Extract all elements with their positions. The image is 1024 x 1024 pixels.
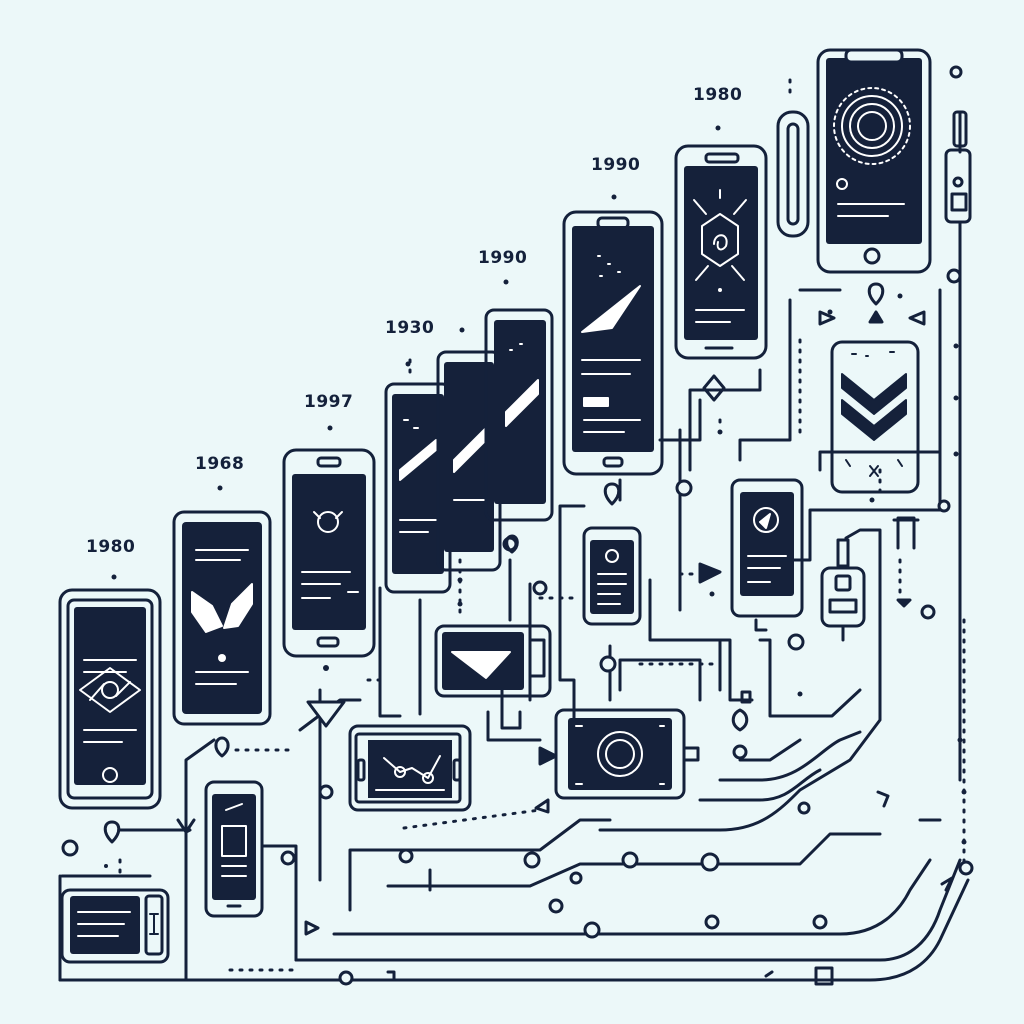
dotted-connectors (118, 78, 966, 982)
connector-squares (386, 690, 834, 986)
device-phone-1990-hex (674, 144, 768, 360)
device-phone-1980 (58, 588, 162, 810)
arrow-icon (176, 310, 954, 936)
year-label-5: 1990 (478, 248, 527, 268)
device-phone-1930-a (384, 382, 452, 594)
tiny-dots (104, 293, 967, 868)
device-phone-1997 (282, 448, 376, 658)
hexagon-icon (693, 189, 747, 323)
usb-plug-icon (944, 110, 972, 782)
device-slim-pill (776, 110, 810, 238)
device-phone-1990-large (562, 210, 664, 476)
target-icon (833, 87, 911, 217)
year-label-7: 1980 (693, 85, 742, 105)
device-phone-1968 (172, 510, 272, 726)
chevron-icon (841, 351, 907, 477)
target-icon (575, 725, 665, 785)
year-labels: 1980 1968 1997 1930 1990 1990 1980 (86, 85, 742, 557)
device-landscape-chain (348, 724, 472, 812)
usb-plug-icon (820, 516, 920, 642)
target-icon (301, 511, 359, 599)
connector-lines (58, 288, 970, 982)
device-phone-small-mid (582, 526, 642, 626)
device-phone-1990-slim (484, 308, 554, 522)
device-phone-1930-b (436, 350, 502, 572)
swoosh-icon (451, 651, 511, 679)
year-label-1: 1980 (86, 537, 135, 557)
device-landscape-target (554, 708, 700, 800)
year-label-6: 1990 (591, 155, 640, 175)
diamond-icon (702, 374, 726, 402)
device-phone-mid-right (730, 478, 804, 632)
target-icon (79, 659, 141, 783)
device-phone-newest (816, 48, 932, 274)
swoosh-icon (505, 343, 539, 427)
device-phone-bottom (204, 780, 264, 918)
connector-nodes (61, 65, 974, 986)
tablet-icon (60, 888, 170, 964)
device-chevron-phone (830, 340, 920, 494)
year-label-3: 1997 (304, 392, 353, 412)
swoosh-icon (191, 549, 253, 685)
pin-icon (103, 282, 885, 844)
year-label-2: 1968 (195, 454, 244, 474)
device-landscape-swoosh (434, 624, 552, 698)
swoosh-icon (581, 255, 641, 433)
year-label-4: 1930 (385, 318, 434, 338)
